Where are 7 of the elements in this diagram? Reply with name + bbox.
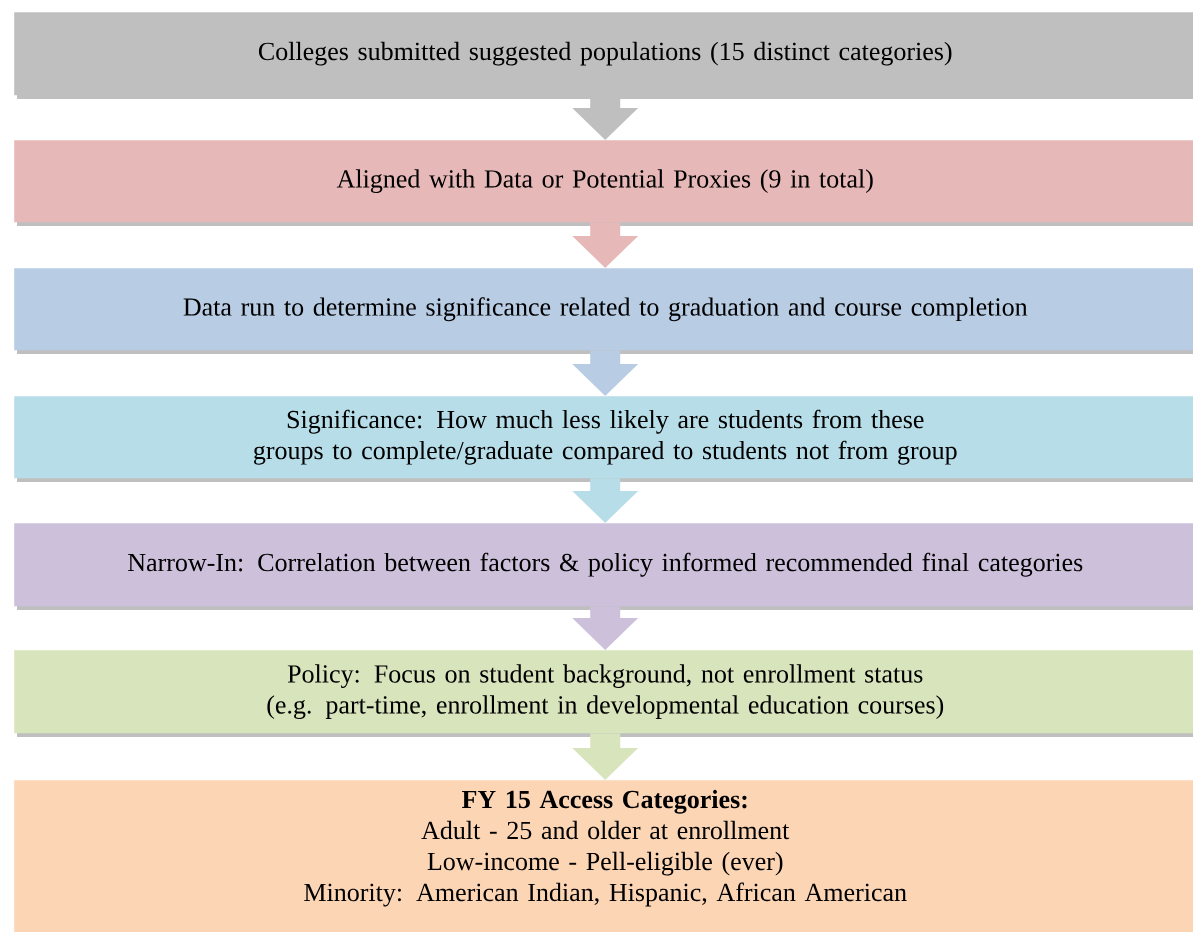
- step-box: Significance: How much less likely are students from these groups to complete/graduate compared to students not from group: [14, 396, 1193, 482]
- step-box: Policy: Focus on student background, not enrollment status (e.g. part-time, enrollment in developmental education courses): [14, 650, 1193, 737]
- step-box: Narrow-In: Correlation between factors & policy informed recommended final categories: [14, 523, 1193, 610]
- step-box: Colleges submitted suggested populations (15 distinct categories): [14, 12, 1193, 99]
- step-box: Data run to determine significance related to graduation and course completion: [14, 268, 1193, 354]
- step-box: Aligned with Data or Potential Proxies (9 in total): [14, 140, 1193, 226]
- step-box: FY 15 Access Categories: Adult - 25 and older at enrollment Low-income - Pell-eligible (ever) Minority: American Indian, Hispanic, African American: [14, 780, 1193, 932]
